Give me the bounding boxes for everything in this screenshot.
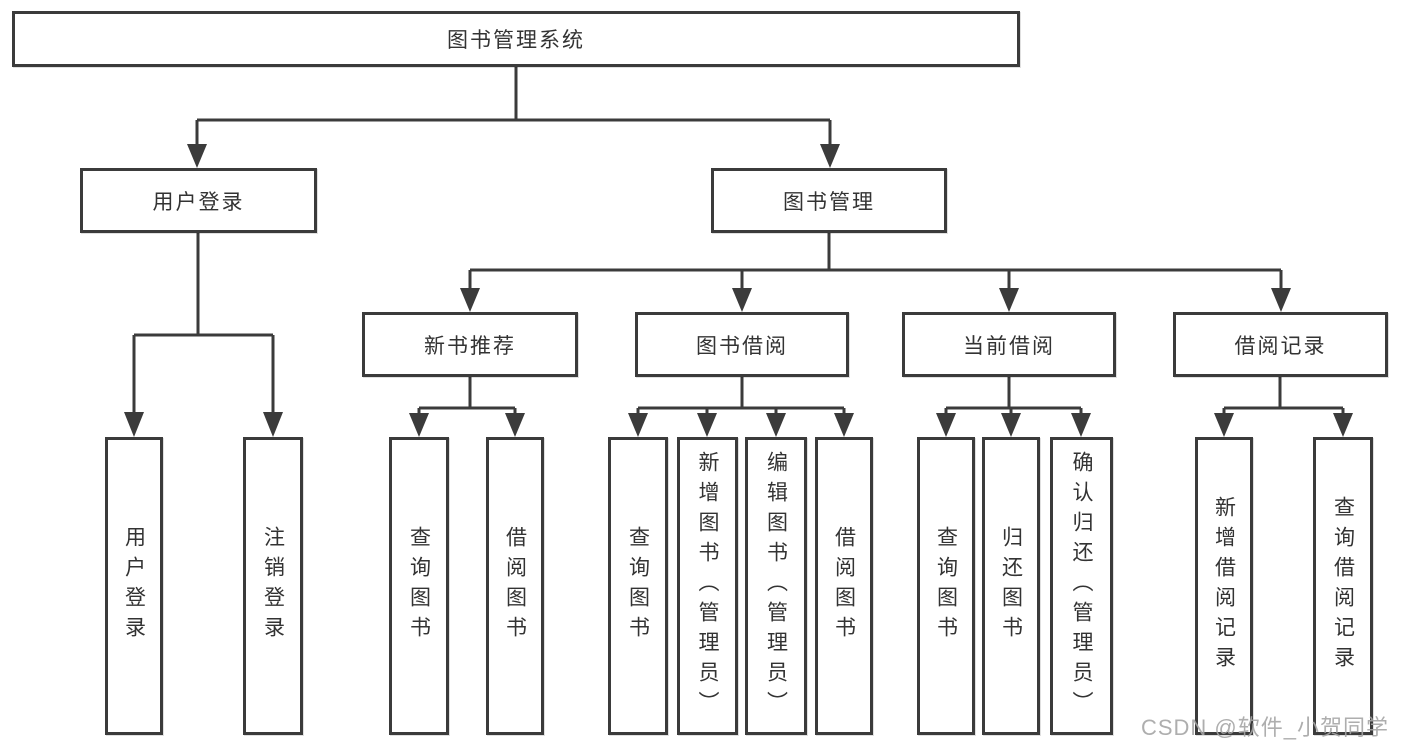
node-edit-book-admin: 编辑图书（管理员） bbox=[745, 437, 807, 735]
node-label: 用户登录 bbox=[152, 190, 245, 214]
node-user-login: 用户登录 bbox=[80, 168, 317, 233]
node-label: 借阅图书 bbox=[503, 526, 527, 646]
node-label: 用户登录 bbox=[122, 526, 146, 646]
node-query-books-current: 查询图书 bbox=[917, 437, 975, 735]
node-label: 查询借阅记录 bbox=[1331, 496, 1355, 676]
node-label: 新增图书（管理员） bbox=[696, 451, 719, 721]
node-label: 借阅图书 bbox=[832, 526, 856, 646]
node-label: 新书推荐 bbox=[424, 334, 516, 358]
node-label: 图书管理 bbox=[783, 190, 875, 214]
node-book-borrowing: 图书借阅 bbox=[635, 312, 849, 377]
node-label: 确认归还（管理员） bbox=[1070, 451, 1093, 721]
node-borrowing-records: 借阅记录 bbox=[1173, 312, 1388, 377]
node-label: 查询图书 bbox=[934, 526, 958, 646]
node-new-book-recommendation: 新书推荐 bbox=[362, 312, 578, 377]
node-label: 图书借阅 bbox=[696, 334, 788, 358]
node-label: 归还图书 bbox=[999, 526, 1023, 646]
node-current-borrowing: 当前借阅 bbox=[902, 312, 1116, 377]
node-logout: 注销登录 bbox=[243, 437, 303, 735]
node-return-books: 归还图书 bbox=[982, 437, 1040, 735]
node-query-books-recommend: 查询图书 bbox=[389, 437, 449, 735]
node-label: 查询图书 bbox=[407, 526, 431, 646]
node-add-borrow-record: 新增借阅记录 bbox=[1195, 437, 1253, 735]
node-user-login-leaf: 用户登录 bbox=[105, 437, 163, 735]
node-label: 借阅记录 bbox=[1234, 334, 1327, 358]
node-query-books-borrowing: 查询图书 bbox=[608, 437, 668, 735]
node-label: 图书管理系统 bbox=[447, 29, 585, 52]
node-label: 当前借阅 bbox=[963, 334, 1055, 358]
node-label: 注销登录 bbox=[261, 526, 285, 646]
node-query-borrow-record: 查询借阅记录 bbox=[1313, 437, 1373, 735]
node-confirm-return-admin: 确认归还（管理员） bbox=[1050, 437, 1113, 735]
node-add-book-admin: 新增图书（管理员） bbox=[677, 437, 738, 735]
node-label: 编辑图书（管理员） bbox=[764, 451, 788, 721]
node-library-management-system: 图书管理系统 bbox=[12, 11, 1020, 67]
node-borrow-books-recommend: 借阅图书 bbox=[486, 437, 544, 735]
node-borrow-books: 借阅图书 bbox=[815, 437, 873, 735]
node-label: 新增借阅记录 bbox=[1212, 496, 1236, 676]
node-label: 查询图书 bbox=[626, 526, 650, 646]
csdn-watermark: CSDN @软件_小贺同学 bbox=[1140, 715, 1389, 740]
node-book-management: 图书管理 bbox=[711, 168, 947, 233]
